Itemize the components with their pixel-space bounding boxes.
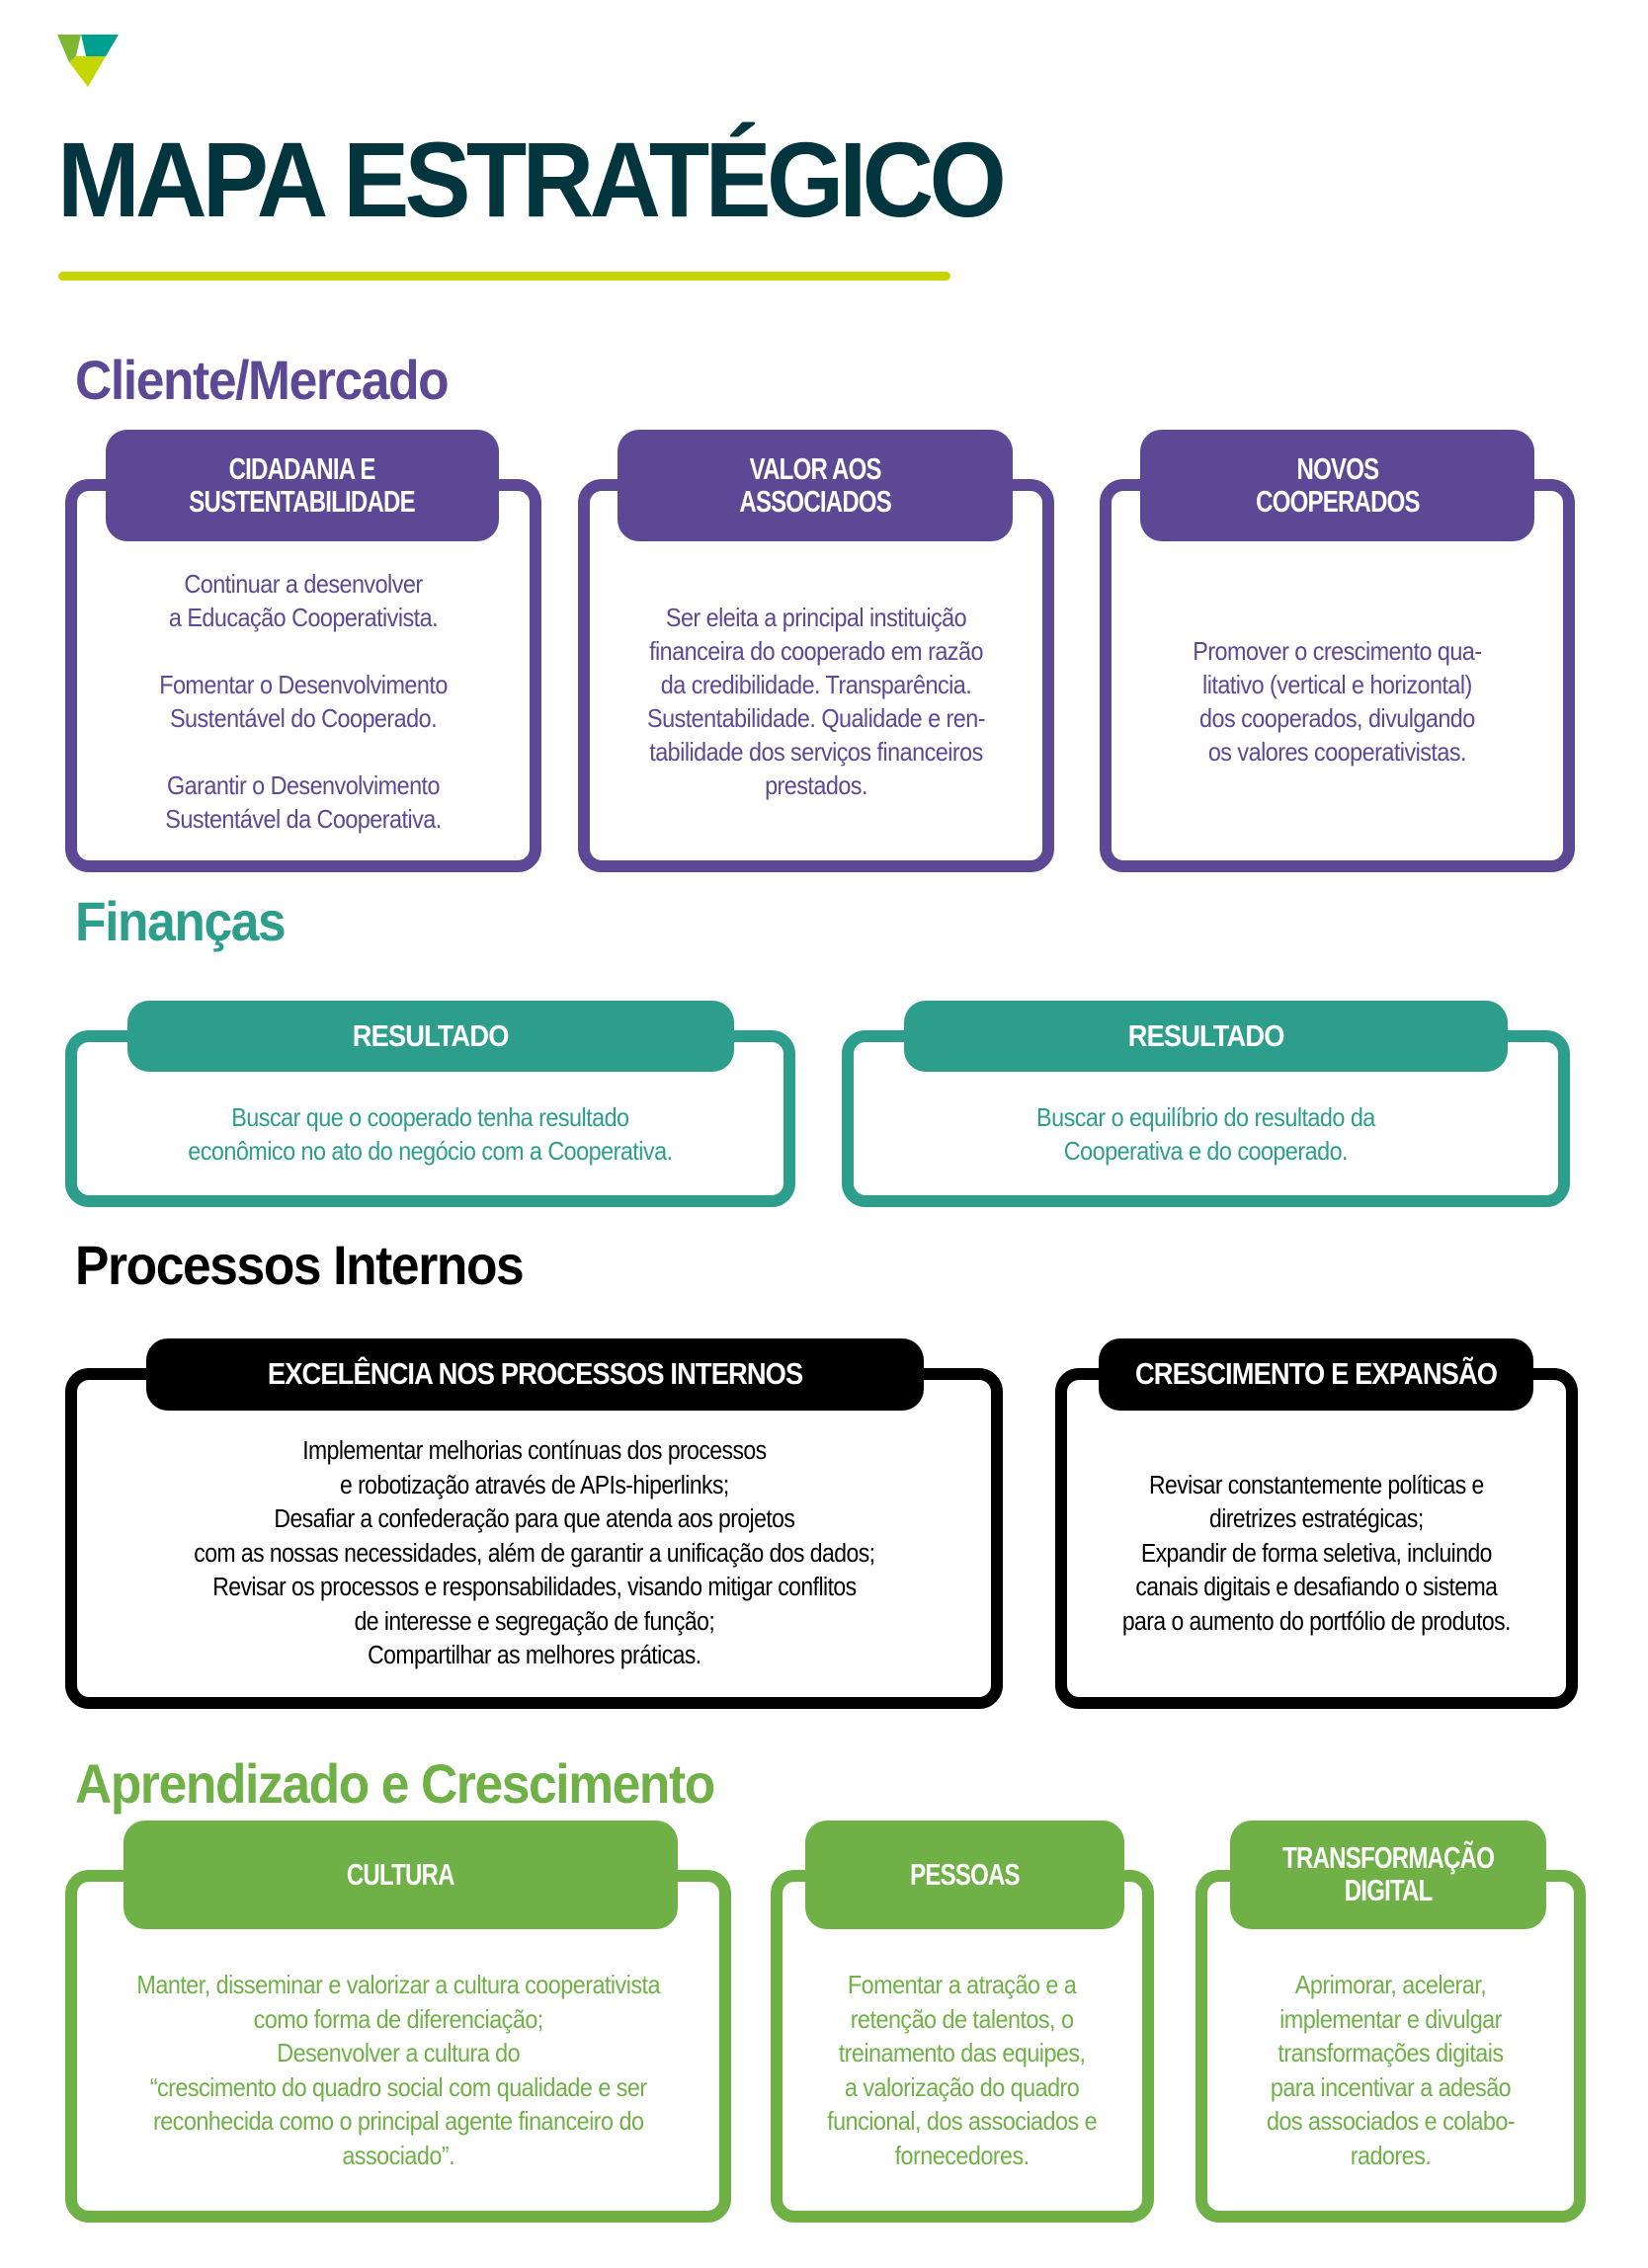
- tab-title-line-1: VALOR AOS: [749, 450, 881, 486]
- card-body-text: Revisar constantemente políticas e diret…: [1121, 1471, 1512, 1636]
- tab-title-line-1: PESSOAS: [910, 1856, 1020, 1892]
- card-body: Buscar que o cooperado tenha resultado e…: [77, 1072, 783, 1195]
- card-body: Manter, disseminar e valorizar a cultura…: [77, 1929, 719, 2211]
- card-body-text: Promover o crescimento qua- litativo (ve…: [1193, 635, 1482, 767]
- section-heading-aprendizado-crescimento: Aprendizado e Crescimento: [75, 1752, 715, 1815]
- card-body: Aprimorar, acelerar, implementar e divul…: [1207, 1929, 1574, 2211]
- card-body-text: Continuar a desenvolver a Educação Coope…: [159, 568, 448, 834]
- tab-crescimento-expansao: CRESCIMENTO E EXPANSÃO: [1099, 1338, 1533, 1411]
- card-valor-aos-associados: [578, 479, 1054, 872]
- card-body-text: Buscar que o cooperado tenha resultado e…: [188, 1101, 673, 1166]
- tab-title-line-1: TRANSFORMAÇÃO: [1282, 1840, 1495, 1876]
- tab-resultado-2: RESULTADO: [904, 1001, 1508, 1072]
- card-body: Continuar a desenvolver a Educação Coope…: [77, 541, 530, 860]
- tab-title-line-1: CIDADANIA E: [229, 450, 376, 486]
- card-body: Revisar constantemente políticas e diret…: [1067, 1411, 1566, 1697]
- tab-title-line-2: DIGITAL: [1344, 1873, 1434, 1907]
- card-body: Fomentar a atração e a retenção de talen…: [783, 1929, 1142, 2211]
- tab-title: RESULTADO: [1127, 1017, 1285, 1053]
- tab-title-line-2: ASSOCIADOS: [739, 483, 891, 519]
- card-excelencia-processos: [65, 1368, 1003, 1709]
- tab-title-line-2: SUSTENTABILIDADE: [189, 483, 416, 519]
- tab-cultura: CULTURA: [124, 1821, 678, 1929]
- cooperative-logo-icon: [57, 33, 119, 87]
- card-body-text: Implementar melhorias contínuas dos proc…: [193, 1437, 875, 1670]
- tab-title-line-1: NOVOS: [1296, 450, 1379, 486]
- card-crescimento-expansao: [1055, 1368, 1578, 1709]
- tab-pessoas: PESSOAS: [805, 1821, 1124, 1929]
- title-underline: [58, 272, 950, 281]
- tab-excelencia-processos: EXCELÊNCIA NOS PROCESSOS INTERNOS: [146, 1338, 924, 1411]
- card-body-text: Aprimorar, acelerar, implementar e divul…: [1266, 1970, 1516, 2170]
- card-body: Implementar melhorias contínuas dos proc…: [77, 1411, 991, 1697]
- card-cidadania-sustentabilidade: [65, 479, 541, 872]
- card-body: Promover o crescimento qua- litativo (ve…: [1112, 541, 1563, 860]
- section-heading-cliente-mercado: Cliente/Mercado: [75, 349, 450, 411]
- section-heading-processos-internos: Processos Internos: [75, 1234, 525, 1296]
- tab-title: CRESCIMENTO E EXPANSÃO: [1134, 1356, 1498, 1392]
- card-body-text: Fomentar a atração e a retenção de talen…: [827, 1970, 1098, 2170]
- card-body-text: Manter, disseminar e valorizar a cultura…: [136, 1970, 660, 2170]
- card-novos-cooperados: [1100, 479, 1575, 872]
- card-body-text: Ser eleita a principal instituição finan…: [647, 602, 986, 800]
- section-heading-financas: Finanças: [75, 890, 287, 952]
- tab-title: RESULTADO: [353, 1017, 510, 1053]
- tab-resultado-1: RESULTADO: [127, 1001, 734, 1072]
- page-title: MAPA ESTRATÉGICO: [57, 120, 1007, 239]
- tab-title: EXCELÊNCIA NOS PROCESSOS INTERNOS: [267, 1356, 803, 1392]
- tab-title-line-2: COOPERADOS: [1255, 483, 1420, 519]
- card-body: Ser eleita a principal instituição finan…: [590, 541, 1042, 860]
- card-body: Buscar o equilíbrio do resultado da Coop…: [854, 1072, 1558, 1195]
- tab-title-line-1: CULTURA: [347, 1856, 455, 1892]
- card-body-text: Buscar o equilíbrio do resultado da Coop…: [1036, 1101, 1375, 1166]
